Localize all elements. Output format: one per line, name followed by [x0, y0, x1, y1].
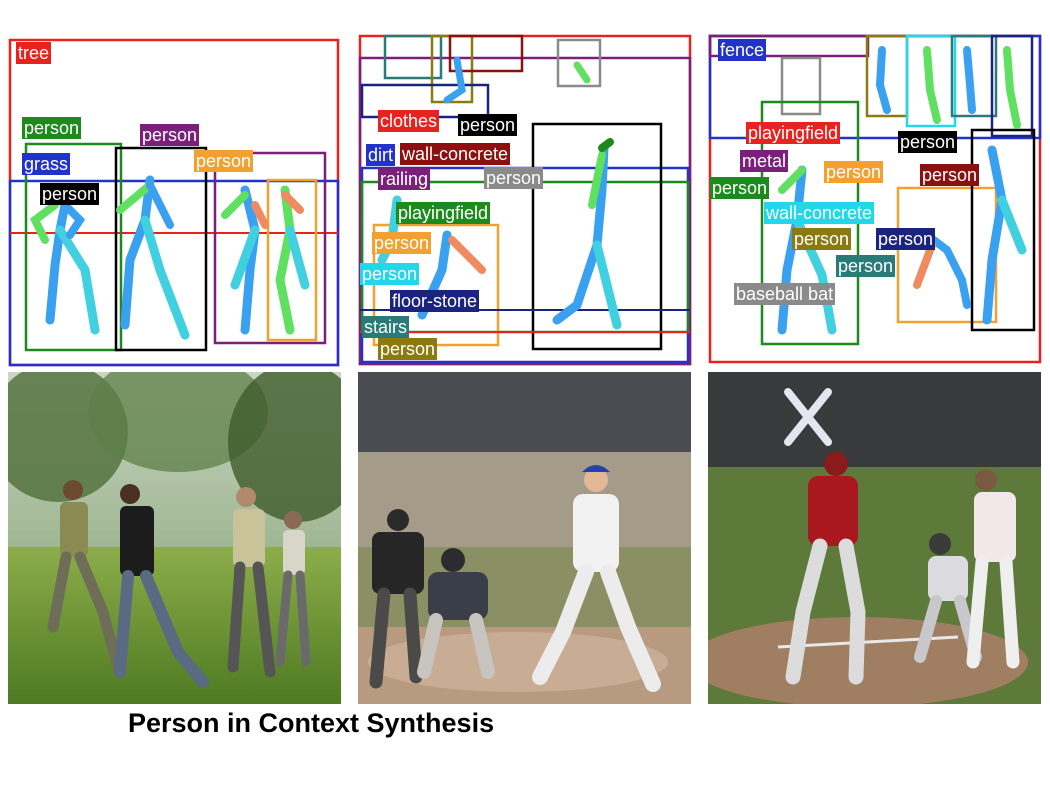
label-grass: grass [22, 153, 71, 175]
label-metal: metal [740, 150, 789, 172]
label-baseball-bat: baseball bat [734, 283, 836, 305]
layout-panel-3: fence playingfield person metal person p… [702, 30, 1047, 370]
label-person: person [194, 150, 254, 172]
label-person: person [360, 263, 420, 285]
label-playingfield: playingfield [396, 202, 491, 224]
label-wall-concrete: wall-concrete [764, 202, 875, 224]
label-person: person [898, 131, 958, 153]
label-person: person [484, 167, 544, 189]
photo-baseball-2-illustration [708, 372, 1041, 704]
label-railing: railing [378, 168, 431, 190]
label-person: person [824, 161, 884, 183]
label-playingfield: playingfield [746, 122, 841, 144]
synthesized-photo-baseball-batter [708, 372, 1041, 704]
label-tree: tree [16, 42, 52, 64]
layout-boxes-3 [708, 34, 1042, 364]
synthesized-photo-park [8, 372, 341, 704]
label-person: person [378, 338, 438, 360]
label-person: person [140, 124, 200, 146]
label-person: person [458, 114, 518, 136]
label-wall-concrete: wall-concrete [400, 143, 511, 165]
label-person: person [22, 117, 82, 139]
label-person: person [920, 164, 980, 186]
synthesized-photo-baseball-umpire [358, 372, 691, 704]
photo-park-illustration [8, 372, 341, 704]
label-person: person [710, 177, 770, 199]
layout-boxes-1 [8, 38, 340, 367]
label-person: person [40, 183, 100, 205]
photo-baseball-1-illustration [358, 372, 691, 704]
layout-panel-2: clothes person dirt wall-concrete railin… [352, 30, 697, 370]
layout-panel-1: tree person person grass person person [0, 30, 345, 370]
label-dirt: dirt [366, 144, 396, 166]
label-person: person [792, 228, 852, 250]
label-clothes: clothes [378, 110, 440, 132]
label-person: person [836, 255, 896, 277]
label-stairs: stairs [362, 316, 410, 338]
figure-caption: Person in Context Synthesis [128, 708, 495, 738]
label-floor-stone: floor-stone [390, 290, 480, 312]
label-fence: fence [718, 39, 767, 61]
label-person: person [876, 228, 936, 250]
label-person: person [372, 232, 432, 254]
